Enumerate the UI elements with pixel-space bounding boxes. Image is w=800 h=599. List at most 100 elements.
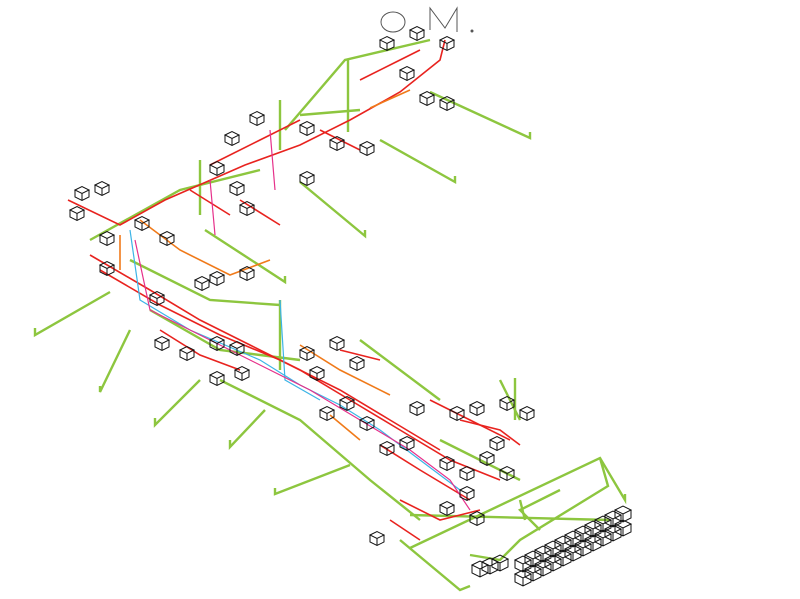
- hot-water-pipe-10: [429, 399, 511, 441]
- tank-unit-1-0: [513, 569, 533, 587]
- drain-pipe-7: [153, 379, 201, 428]
- fixture-0: [378, 35, 396, 52]
- tank-unit-0-2: [533, 545, 553, 563]
- tank-unit-0-7: [583, 520, 603, 538]
- fixture-54: [498, 465, 516, 482]
- drain-pipe-19: [149, 308, 301, 362]
- fixture-25: [238, 265, 256, 282]
- tank-unit-0-10: [613, 505, 633, 523]
- hot-water-pipe-4: [209, 119, 301, 166]
- hot-water-pipe-13: [239, 199, 281, 226]
- tank-unit-0-3: [543, 540, 563, 558]
- drain-pipe-1: [429, 90, 532, 140]
- drain-pipe-4: [204, 228, 287, 285]
- tank-unit-1-10: [613, 519, 633, 537]
- hot-water-pipe-9: [399, 499, 481, 521]
- drain-pipe-18: [129, 258, 281, 307]
- fixture-26: [153, 335, 171, 352]
- hot-water-pipe-2: [99, 269, 441, 451]
- hot-water-pipe-12: [189, 189, 231, 216]
- tank-unit-0-9: [603, 510, 623, 528]
- fixture-38: [358, 415, 376, 432]
- drain-pipe-9: [273, 463, 351, 496]
- fixture-12: [208, 160, 226, 177]
- fixture-29: [228, 340, 246, 357]
- fixture-31: [233, 365, 251, 382]
- tank-unit-1-9: [603, 524, 623, 542]
- fixture-11: [298, 170, 316, 187]
- fixture-18: [98, 230, 116, 247]
- tank-unit-0-6: [573, 525, 593, 543]
- hot-water-pipe-14: [319, 129, 361, 151]
- hot-water-pipe-15: [369, 89, 411, 109]
- fixture-52: [468, 510, 486, 527]
- drain-pipe-17: [89, 168, 261, 242]
- drain-pipes: [33, 38, 627, 592]
- hot-water-pipe-8: [379, 444, 471, 501]
- fixture-5: [438, 95, 456, 112]
- fixture-50: [458, 485, 476, 502]
- tank-unit-1-7: [583, 534, 603, 552]
- fixture-33: [328, 335, 346, 352]
- fixture-27: [178, 345, 196, 362]
- drain-pipe-8: [228, 409, 266, 451]
- hot-water-pipe-16: [459, 419, 521, 446]
- tank-unit-0-1: [523, 550, 543, 568]
- tank-unit-1-3: [543, 554, 563, 572]
- fixture-17: [68, 205, 86, 222]
- drain-pipe-11: [409, 456, 627, 550]
- north-arrow-icon: [380, 6, 474, 33]
- drain-pipe-26: [299, 108, 361, 117]
- fixture-22: [148, 290, 166, 307]
- fixture-48: [498, 395, 516, 412]
- fixture-16: [93, 180, 111, 197]
- tank-unit-1-5: [563, 544, 583, 562]
- drain-pipe-5: [33, 290, 111, 338]
- fixtures: [68, 25, 633, 587]
- drain-pipe-24: [498, 379, 522, 421]
- fixture-4: [418, 90, 436, 107]
- drain-pipe-28: [409, 513, 611, 522]
- tank-unit-1-8: [593, 529, 613, 547]
- fixture-36: [338, 395, 356, 412]
- fixture-32: [298, 345, 316, 362]
- fixture-21: [98, 260, 116, 277]
- fixture-20: [158, 230, 176, 247]
- fixture-34: [348, 355, 366, 372]
- drain-pipe-2: [379, 138, 457, 185]
- drain-pipe-6: [98, 329, 132, 393]
- return-pipe-1: [209, 179, 216, 236]
- tank-unit-1-2: [533, 559, 553, 577]
- drain-pipe-21: [219, 378, 421, 521]
- fixture-37: [318, 405, 336, 422]
- cold-water-pipe-1: [279, 299, 321, 401]
- drain-pipe-10: [399, 539, 471, 592]
- hot-water-pipe-7: [299, 344, 391, 396]
- fixture-28: [208, 335, 226, 352]
- tank-unit-0-0: [513, 555, 533, 573]
- fixture-14: [238, 200, 256, 217]
- tank-unit-small-2: [490, 554, 510, 572]
- supply-pipes: [67, 39, 521, 541]
- fixture-9: [298, 120, 316, 137]
- fixture-47: [468, 400, 486, 417]
- fixture-43: [458, 465, 476, 482]
- return-pipe-2: [269, 129, 276, 191]
- fixture-8: [248, 110, 266, 127]
- fixture-39: [408, 400, 426, 417]
- hot-water-pipe-3: [139, 219, 271, 276]
- tank-unit-0-4: [553, 535, 573, 553]
- fixture-23: [193, 275, 211, 292]
- tank-unit-0-5: [563, 530, 583, 548]
- hot-water-pipe-17: [389, 519, 421, 541]
- fixture-35: [308, 365, 326, 382]
- fixture-51: [438, 500, 456, 517]
- drain-pipe-16: [284, 38, 431, 131]
- fixture-30: [208, 370, 226, 387]
- tank-unit-0-8: [593, 515, 613, 533]
- drain-pipe-3: [299, 181, 367, 239]
- fixture-53: [368, 530, 386, 547]
- hot-water-pipe-11: [329, 414, 361, 441]
- fixture-41: [398, 435, 416, 452]
